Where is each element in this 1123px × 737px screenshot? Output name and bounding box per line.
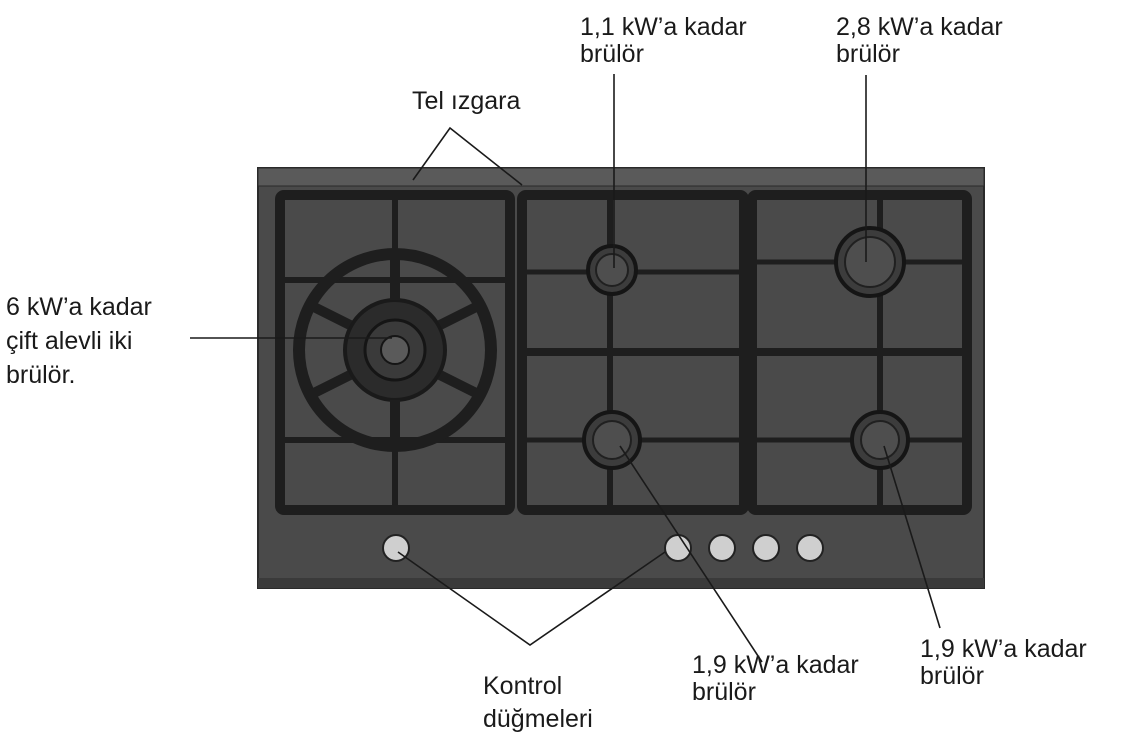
burner-top-middle (586, 244, 638, 296)
leader-lines (190, 74, 941, 663)
leader-controls (397, 551, 666, 646)
label-burner-6: 6 kW’a kadar çift alevli iki brülör. (6, 293, 152, 389)
burner-top-right (834, 226, 906, 298)
label-wire-grid: Tel ızgara (412, 87, 521, 115)
control-knobs (382, 534, 824, 562)
label-burner-2-8: 2,8 kW’a kadar brülör (836, 13, 1003, 68)
label-burner-1-1: 1,1 kW’a kadar brülör (580, 13, 747, 68)
leader-burner-1-9-right (883, 445, 941, 629)
label-controls: Kontrol düğmeleri (483, 672, 593, 733)
knob-3[interactable] (708, 534, 736, 562)
leader-wire-grid (412, 126, 523, 186)
burner-bottom-right (850, 410, 910, 470)
label-burner-1-9-left: 1,9 kW’a kadar brülör (692, 651, 859, 706)
knob-4[interactable] (752, 534, 780, 562)
burner-bottom-middle (582, 410, 642, 470)
wok-burner (293, 248, 497, 452)
hob-top-edge (257, 167, 985, 187)
knob-5[interactable] (796, 534, 824, 562)
leader-burner-1-9-left (619, 445, 763, 663)
label-burner-1-9-right: 1,9 kW’a kadar brülör (920, 635, 1087, 690)
